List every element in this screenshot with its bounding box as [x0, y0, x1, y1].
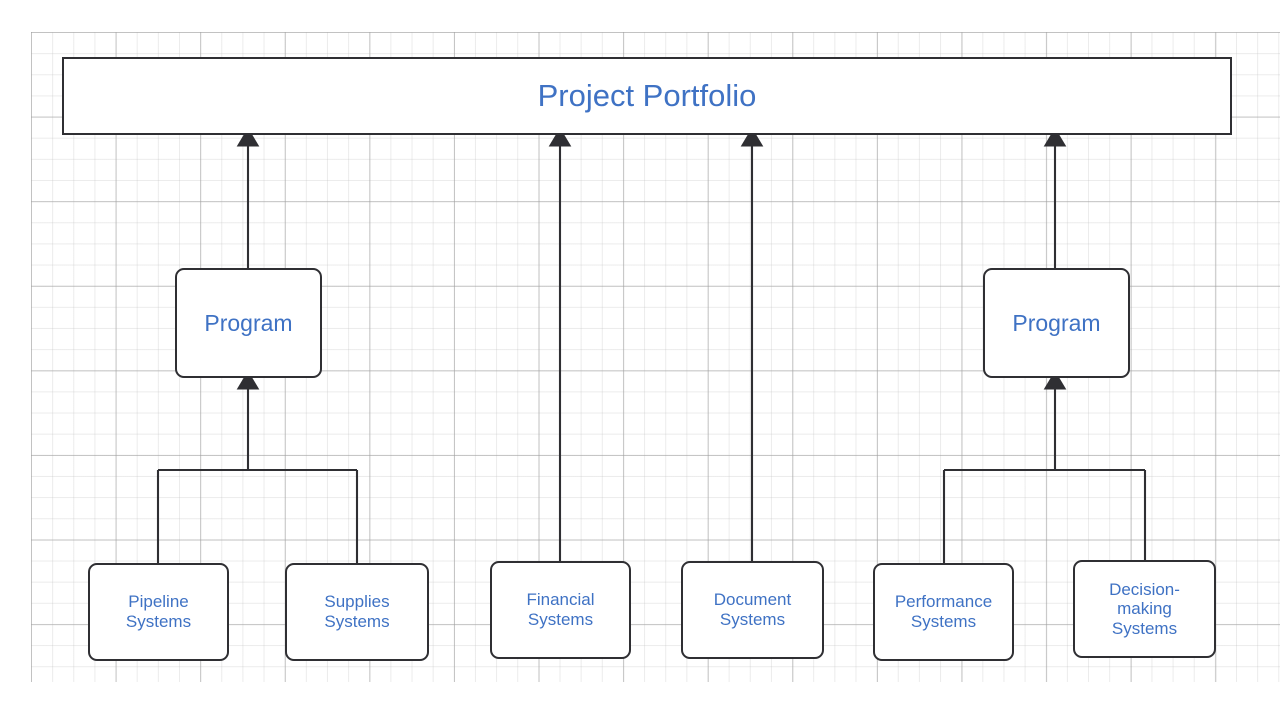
node-supplies-systems[interactable]: Supplies Systems — [285, 563, 429, 661]
node-decision-making-systems[interactable]: Decision- making Systems — [1073, 560, 1216, 658]
node-label-performance: Performance Systems — [894, 592, 993, 631]
node-label-supplies: Supplies Systems — [324, 592, 390, 631]
node-label-pipeline: Pipeline Systems — [125, 592, 192, 631]
node-document-systems[interactable]: Document Systems — [681, 561, 824, 659]
node-financial-systems[interactable]: Financial Systems — [490, 561, 631, 659]
node-program-right[interactable]: Program — [983, 268, 1130, 378]
node-pipeline-systems[interactable]: Pipeline Systems — [88, 563, 229, 661]
node-program-left[interactable]: Program — [175, 268, 322, 378]
node-label-document: Document Systems — [713, 590, 792, 629]
node-project-portfolio[interactable]: Project Portfolio — [62, 57, 1232, 135]
node-performance-systems[interactable]: Performance Systems — [873, 563, 1014, 661]
node-label-decision: Decision- making Systems — [1109, 579, 1180, 638]
node-label-program-right: Program — [1012, 309, 1101, 336]
node-label-financial: Financial Systems — [526, 590, 595, 629]
node-label-portfolio: Project Portfolio — [537, 78, 757, 114]
node-label-program-left: Program — [204, 309, 293, 336]
